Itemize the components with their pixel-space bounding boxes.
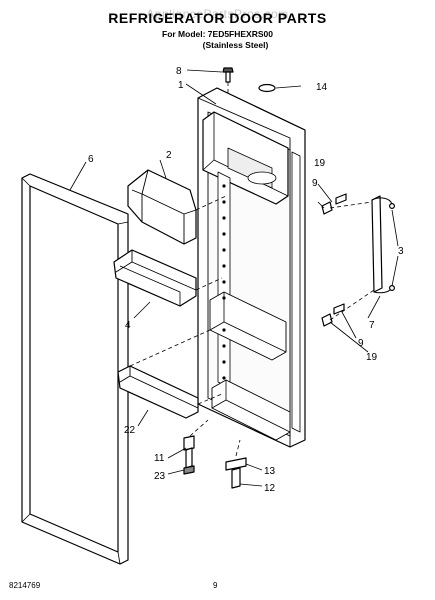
callout-2: 2 bbox=[166, 150, 172, 161]
callout-23: 23 bbox=[154, 471, 166, 482]
document-number: 8214769 bbox=[9, 581, 41, 590]
callout-3: 3 bbox=[398, 246, 404, 257]
callout-4: 4 bbox=[125, 320, 131, 331]
callout-12: 12 bbox=[264, 483, 276, 494]
finish-line: (Stainless Steel) bbox=[202, 40, 269, 50]
leader-lines bbox=[69, 69, 399, 487]
part-11-23-hinge bbox=[183, 435, 195, 475]
door-gasket bbox=[21, 173, 129, 565]
part-7-9-19-lower-fasteners bbox=[321, 303, 345, 327]
page-title: REFRIGERATOR DOOR PARTS bbox=[108, 10, 327, 26]
callout-7: 7 bbox=[369, 320, 375, 331]
page-number: 9 bbox=[213, 581, 218, 590]
callout-1: 1 bbox=[178, 80, 184, 91]
door-assembly bbox=[197, 87, 306, 448]
callout-6: 6 bbox=[88, 154, 94, 165]
watermark: AppliancePartsPros.com bbox=[146, 7, 289, 21]
callout-19-upper: 19 bbox=[314, 158, 326, 169]
part-8-screw bbox=[222, 67, 234, 83]
callout-14: 14 bbox=[316, 82, 328, 93]
callout-13: 13 bbox=[264, 466, 276, 477]
callout-22: 22 bbox=[124, 425, 136, 436]
part-4-door-bin bbox=[113, 249, 197, 307]
part-22-lower-bin bbox=[117, 365, 199, 419]
alignment-lines bbox=[129, 82, 375, 457]
part-14-plug bbox=[258, 83, 276, 93]
part-2-dispenser-bin bbox=[127, 169, 197, 245]
callout-9-upper: 9 bbox=[312, 178, 318, 189]
model-line: For Model: 7ED5FHEXRS00 bbox=[162, 29, 273, 39]
callout-8: 8 bbox=[176, 66, 182, 77]
part-12-13-bushing bbox=[225, 457, 247, 489]
callout-11: 11 bbox=[154, 453, 165, 464]
part-3-handle bbox=[371, 195, 396, 294]
part-9-19-upper-fasteners bbox=[321, 193, 347, 215]
callout-9-lower: 9 bbox=[358, 338, 364, 349]
callout-19-lower: 19 bbox=[366, 352, 378, 363]
